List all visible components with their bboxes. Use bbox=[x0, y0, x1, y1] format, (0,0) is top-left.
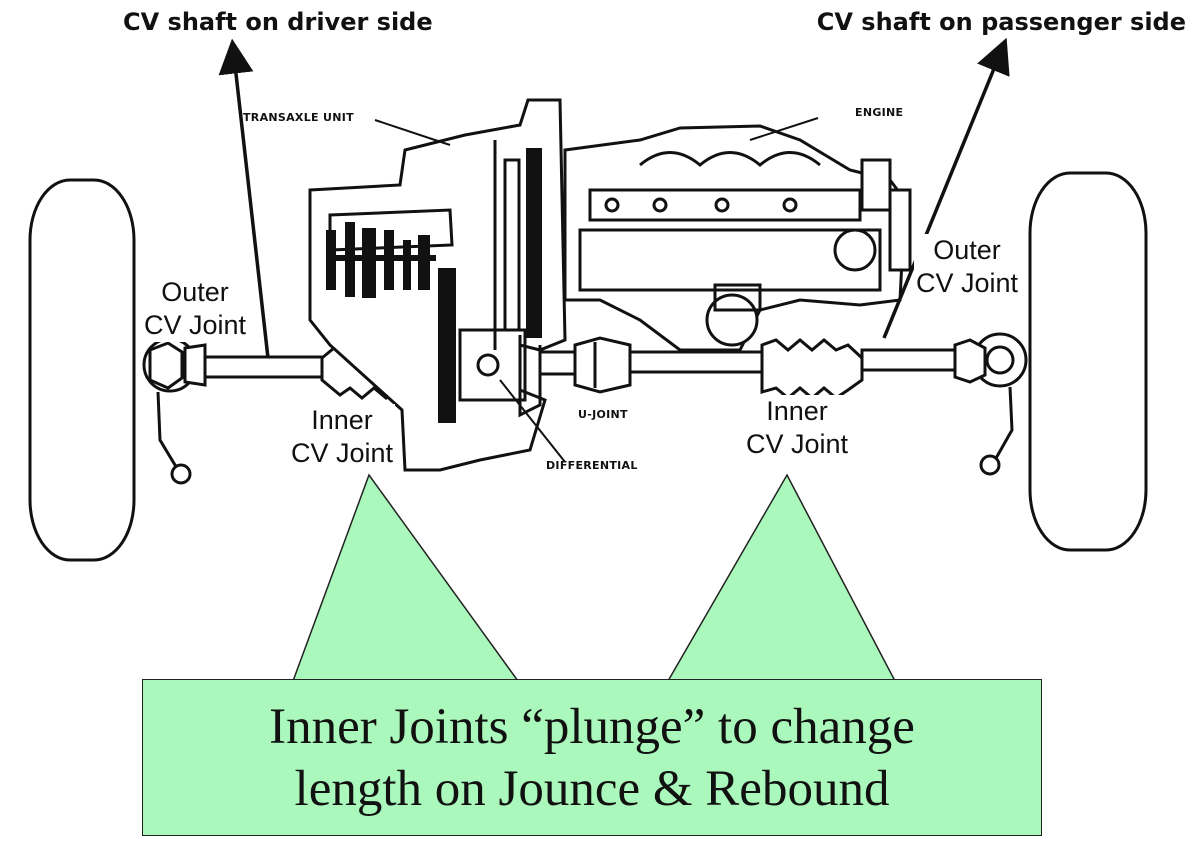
flywheel bbox=[503, 148, 542, 338]
label-line: Outer bbox=[161, 277, 229, 307]
differential-label: DIFFERENTIAL bbox=[546, 459, 638, 472]
callout-line-1: Inner Joints “plunge” to change bbox=[269, 698, 915, 755]
diagram-leader-lines bbox=[374, 117, 819, 463]
label-line: CV Joint bbox=[916, 268, 1019, 298]
header-arrows bbox=[218, 37, 1010, 359]
intermediate-shaft bbox=[538, 336, 767, 394]
engine-label: ENGINE bbox=[855, 106, 904, 119]
callout-line-2: length on Jounce & Rebound bbox=[294, 760, 890, 817]
left-callout-pointer bbox=[291, 473, 520, 682]
engine-block bbox=[563, 124, 912, 352]
label-line: Inner bbox=[766, 396, 828, 426]
inner-cv-joint-left-label: Inner CV Joint bbox=[289, 404, 396, 470]
inner-cv-joint-right-label: Inner CV Joint bbox=[744, 395, 851, 461]
left-cv-shaft bbox=[183, 343, 327, 387]
right-callout-pointer bbox=[666, 473, 897, 682]
label-line: Outer bbox=[933, 235, 1001, 265]
right-wheel bbox=[1028, 171, 1148, 552]
passenger-side-heading: CV shaft on passenger side bbox=[816, 8, 1186, 36]
plunge-callout-box: Inner Joints “plunge” to change length o… bbox=[142, 679, 1042, 836]
left-wheel bbox=[28, 178, 136, 562]
right-cv-shaft bbox=[860, 348, 964, 372]
passenger-side-arrow bbox=[882, 37, 1010, 339]
callout-pointers bbox=[291, 473, 897, 682]
gear-stack bbox=[326, 222, 456, 423]
outer-cv-joint-right-label: Outer CV Joint bbox=[914, 234, 1021, 300]
label-line: Inner bbox=[311, 405, 373, 435]
ujoint-label: U-JOINT bbox=[578, 408, 628, 421]
transaxle-label: TRANSAXLE UNIT bbox=[243, 111, 354, 124]
left-outer-boot bbox=[148, 341, 184, 390]
right-outer-boot bbox=[953, 338, 987, 384]
driver-side-heading: CV shaft on driver side bbox=[123, 8, 433, 36]
driver-side-arrow bbox=[218, 38, 270, 359]
label-line: CV Joint bbox=[291, 438, 394, 468]
outer-cv-joint-left-label: Outer CV Joint bbox=[142, 276, 249, 342]
label-line: CV Joint bbox=[746, 429, 849, 459]
label-line: CV Joint bbox=[144, 310, 247, 340]
right-inner-boot bbox=[760, 338, 864, 400]
right-knuckle bbox=[972, 332, 1028, 476]
